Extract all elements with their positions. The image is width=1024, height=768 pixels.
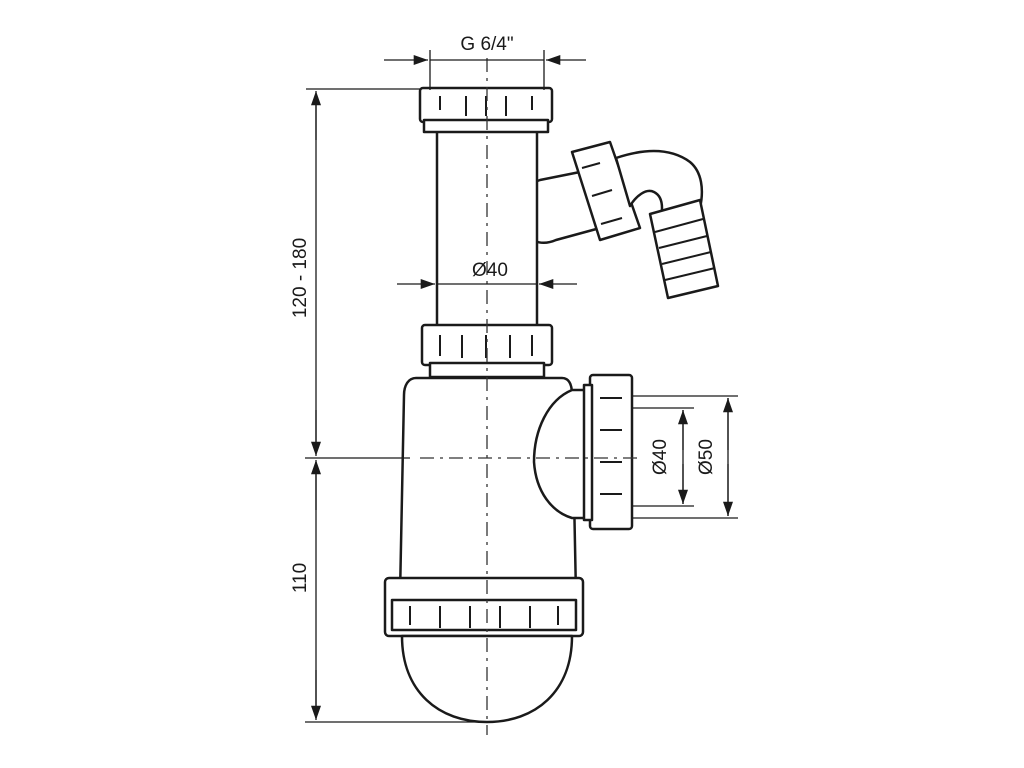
- dim-thread: G 6/4": [384, 34, 586, 90]
- thread-label: G 6/4": [460, 34, 513, 55]
- top-nut: [418, 86, 554, 134]
- outlet-neck: [532, 388, 592, 520]
- dim-height-bottom: 110: [290, 460, 487, 723]
- height-bottom-label: 110: [290, 563, 311, 593]
- dim-outlet-outer: Ø50: [632, 395, 738, 519]
- tube-diameter-label: Ø40: [472, 260, 508, 281]
- dim-outlet-inner: Ø40: [632, 407, 694, 507]
- dim-height-adjustable: 120 - 180: [290, 88, 420, 459]
- bottom-nut: [383, 576, 585, 638]
- hose-barb: [648, 198, 720, 300]
- height-adjustable-label: 120 - 180: [290, 238, 311, 318]
- side-connector: [515, 140, 720, 300]
- outlet-inner-diameter-label: Ø40: [650, 439, 671, 475]
- trap-body: [398, 373, 634, 597]
- outlet-outer-diameter-label: Ø50: [696, 439, 717, 475]
- dim-tube-diameter: Ø40: [397, 260, 577, 290]
